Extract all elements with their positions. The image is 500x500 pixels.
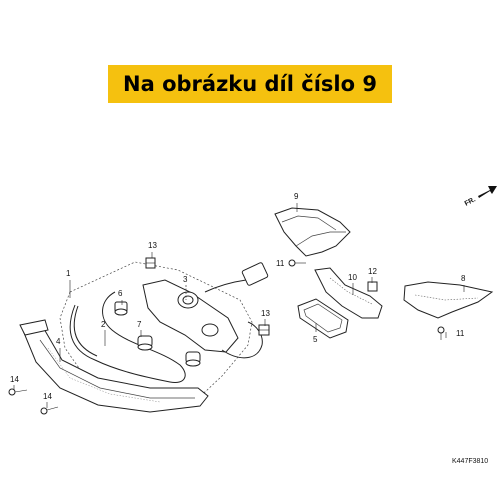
part-4-lens [19, 319, 209, 413]
callout-labels: 1 2 3 4 5 6 7 8 9 10 11 11 12 13 13 14 1… [10, 192, 466, 401]
part-2-harness [69, 291, 186, 384]
direction-label: FR. [464, 196, 477, 208]
part-10-cover [314, 267, 383, 319]
part-5-bulb-small [185, 351, 201, 367]
callout-14-upper: 14 [10, 375, 19, 384]
banner-text: Na obrázku díl číslo 9 [123, 72, 377, 96]
callout-13-lower: 13 [261, 309, 270, 318]
part-2-harness-inner [73, 305, 98, 357]
part-5-reflector [297, 298, 349, 339]
callout-3: 3 [183, 275, 188, 284]
part-11-screw-lower [437, 326, 445, 340]
callout-11-upper: 11 [276, 259, 285, 268]
callout-7: 7 [137, 320, 142, 329]
part-13-clip-lower [258, 324, 270, 336]
callout-2: 2 [101, 320, 106, 329]
drawing-code: K447F3810 [452, 458, 488, 465]
part-13-clip-upper [145, 257, 156, 269]
callout-9: 9 [294, 192, 299, 201]
part-1-housing-outline [59, 261, 253, 405]
callout-11-lower: 11 [456, 329, 465, 338]
callout-8: 8 [461, 274, 466, 283]
part-7-bulb [137, 335, 153, 351]
callout-5: 5 [313, 335, 318, 344]
callout-6: 6 [118, 289, 123, 298]
callout-4: 4 [56, 337, 61, 346]
part-12-clip [367, 281, 378, 292]
callout-1: 1 [66, 269, 71, 278]
arrow-icon [478, 186, 497, 198]
part-14-screw-upper [8, 388, 28, 396]
callout-14-lower: 14 [43, 392, 52, 401]
callout-13-upper: 13 [148, 241, 157, 250]
part-number-banner: Na obrázku díl číslo 9 [108, 65, 392, 103]
callout-12: 12 [368, 267, 377, 276]
part-11-screw-upper [288, 259, 306, 267]
leader-lines [13, 203, 465, 408]
part-6-bulb [114, 301, 128, 316]
callout-10: 10 [348, 273, 357, 282]
part-8-fairing [403, 281, 494, 319]
part-3-socket [142, 262, 269, 359]
part-9-cover [274, 207, 351, 257]
front-direction-arrow: FR. [464, 186, 497, 208]
part-14-screw-lower [40, 406, 59, 415]
